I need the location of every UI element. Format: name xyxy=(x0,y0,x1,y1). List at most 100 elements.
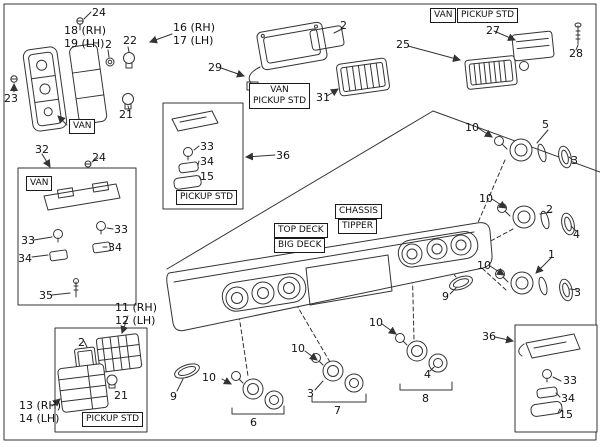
callout-bracket-29: 29 xyxy=(208,61,222,74)
callout-lamp-3-mid: 3 xyxy=(307,387,314,400)
callout-screw-28: 28 xyxy=(569,47,583,60)
bulb-33-left-icon xyxy=(53,229,63,243)
turn-signal-cluster-low xyxy=(489,257,578,302)
callout-lens-3-low: 3 xyxy=(574,286,581,299)
variant-tag-pickup-taillamp: PICKUP STD xyxy=(82,412,144,427)
license-bracket xyxy=(525,333,581,359)
callout-assy-36-pickup: 36 xyxy=(276,149,290,162)
variant-tag-cab-line2: PICKUP STD xyxy=(253,96,307,106)
tail-lamp-lens xyxy=(57,363,109,413)
cover-15-rear-icon xyxy=(530,400,563,417)
bulb-33-right-icon xyxy=(96,221,106,235)
page-border xyxy=(3,3,597,441)
callout-assy-14-lh: 14 (LH) xyxy=(19,412,60,425)
callout-assy-36-rear: 36 xyxy=(482,330,496,343)
callout-gasket-2-cab: 2 xyxy=(340,19,347,32)
side-lamp-bulb-icon xyxy=(519,61,529,71)
tail-lamp-lens xyxy=(69,43,108,125)
callout-cover-15-pickup: 15 xyxy=(200,170,214,183)
bulb-21b-icon xyxy=(106,374,118,389)
bumper-lamp-exploded-left xyxy=(221,371,285,415)
bulb-21-icon xyxy=(122,93,134,110)
callout-assy-16-rh: 16 (RH) xyxy=(173,21,215,34)
callout-lens-12-lh: 12 (LH) xyxy=(115,314,156,327)
callout-lens-4-right: 4 xyxy=(424,368,431,381)
callout-group-8: 8 xyxy=(422,392,429,405)
variant-tag-tipper: TIPPER xyxy=(338,219,377,234)
screw-35-icon xyxy=(73,278,79,298)
callout-screw-24-top: 24 xyxy=(92,6,106,19)
screw-24-icon xyxy=(76,17,84,31)
lens-34-icon xyxy=(178,161,199,174)
bumper-lamp-recess-right xyxy=(397,231,479,268)
side-lamp-exploded xyxy=(407,22,582,90)
callout-lens-34-left: 34 xyxy=(18,252,32,265)
lens-34-left-icon xyxy=(49,249,68,262)
variant-tag-van-sidelamp: VAN xyxy=(430,8,457,23)
callout-nut-10-bumper-mid: 10 xyxy=(291,342,305,355)
variant-tag-cab-line1: VAN xyxy=(270,85,289,95)
callout-bulb-21-pickup: 21 xyxy=(114,389,128,402)
variant-tag-pickup-sidelamp: PICKUP STD xyxy=(457,8,519,23)
variant-tag-van-taillamp: VAN xyxy=(69,119,96,134)
callout-lens-34-pickup: 34 xyxy=(200,155,214,168)
callout-gasket-2-pickup: 2 xyxy=(78,336,85,349)
callout-lamp-5: 5 xyxy=(542,118,549,131)
turn-signal-cluster-mid xyxy=(491,198,577,236)
callout-lens-4: 4 xyxy=(573,228,580,241)
screw-28-icon xyxy=(574,22,582,45)
callout-lens-27: 27 xyxy=(486,24,500,37)
bulb-22-icon xyxy=(123,52,135,69)
callout-assy-17-lh: 17 (LH) xyxy=(173,34,214,47)
tail-lamp-van-exploded xyxy=(10,11,173,132)
callout-lens-3-top: 3 xyxy=(571,154,578,167)
license-housing xyxy=(171,110,219,132)
callout-reflector-9-left: 9 xyxy=(170,390,177,403)
callout-screw-23: 23 xyxy=(4,92,18,105)
callout-lens-18-rh: 18 (RH) xyxy=(64,24,106,37)
callout-nut-10-top: 10 xyxy=(465,121,479,134)
variant-tag-big-deck: BIG DECK xyxy=(274,238,326,253)
variant-tag-chassis: CHASSIS xyxy=(335,204,383,219)
callout-group-7: 7 xyxy=(334,404,341,417)
callout-assy-13-rh: 13 (RH) xyxy=(19,399,61,412)
callout-screw-35: 35 xyxy=(39,289,53,302)
cover-15-icon xyxy=(173,175,202,190)
callout-bulb-33-right: 33 xyxy=(114,223,128,236)
callout-screw-24-mid: 24 xyxy=(92,151,106,164)
variant-tag-cab: VAN PICKUP STD xyxy=(249,83,311,109)
grommet-2-icon xyxy=(105,57,115,67)
lens-34-right-icon xyxy=(92,241,111,254)
license-lamp-rear-exploded xyxy=(494,324,598,433)
bumper-lamp-recess-left xyxy=(221,272,307,312)
callout-lamp-2: 2 xyxy=(546,203,553,216)
tail-lamp-housing xyxy=(22,46,68,132)
reflector-left-icon xyxy=(174,363,200,392)
variant-tag-van-license: VAN xyxy=(26,176,53,191)
callout-assy-32: 32 xyxy=(35,143,49,156)
tail-lamp-housing xyxy=(95,333,143,373)
cab-lamp-lens xyxy=(336,57,390,97)
callout-lens-11-rh: 11 (RH) xyxy=(115,301,157,314)
callout-lens-34-rear: 34 xyxy=(561,392,575,405)
bumper-license-recess xyxy=(305,254,393,306)
cab-lamp-bracket xyxy=(256,21,328,71)
variant-tag-pickup-license: PICKUP STD xyxy=(176,190,238,205)
variant-tag-top-deck: TOP DECK xyxy=(274,223,328,238)
callout-gasket-2-van: 2 xyxy=(105,38,112,51)
callout-bulb-21-van: 21 xyxy=(119,108,133,121)
callout-nut-10-bumper-right: 10 xyxy=(369,316,383,329)
cab-lamp-exploded xyxy=(220,21,390,97)
reflector-right-icon xyxy=(449,275,473,295)
callout-nut-10-bumper-left: 10 xyxy=(202,371,216,384)
callout-cover-15-rear: 15 xyxy=(559,408,573,421)
callout-bulb-33-pickup: 33 xyxy=(200,140,214,153)
screw-23-icon xyxy=(10,75,18,83)
side-lamp-housing xyxy=(464,55,518,90)
callout-lens-31: 31 xyxy=(316,91,330,104)
bumper-lamp-exploded-right xyxy=(381,323,453,391)
callout-nut-10-mid: 10 xyxy=(479,192,493,205)
callout-lens-34-right: 34 xyxy=(108,241,122,254)
